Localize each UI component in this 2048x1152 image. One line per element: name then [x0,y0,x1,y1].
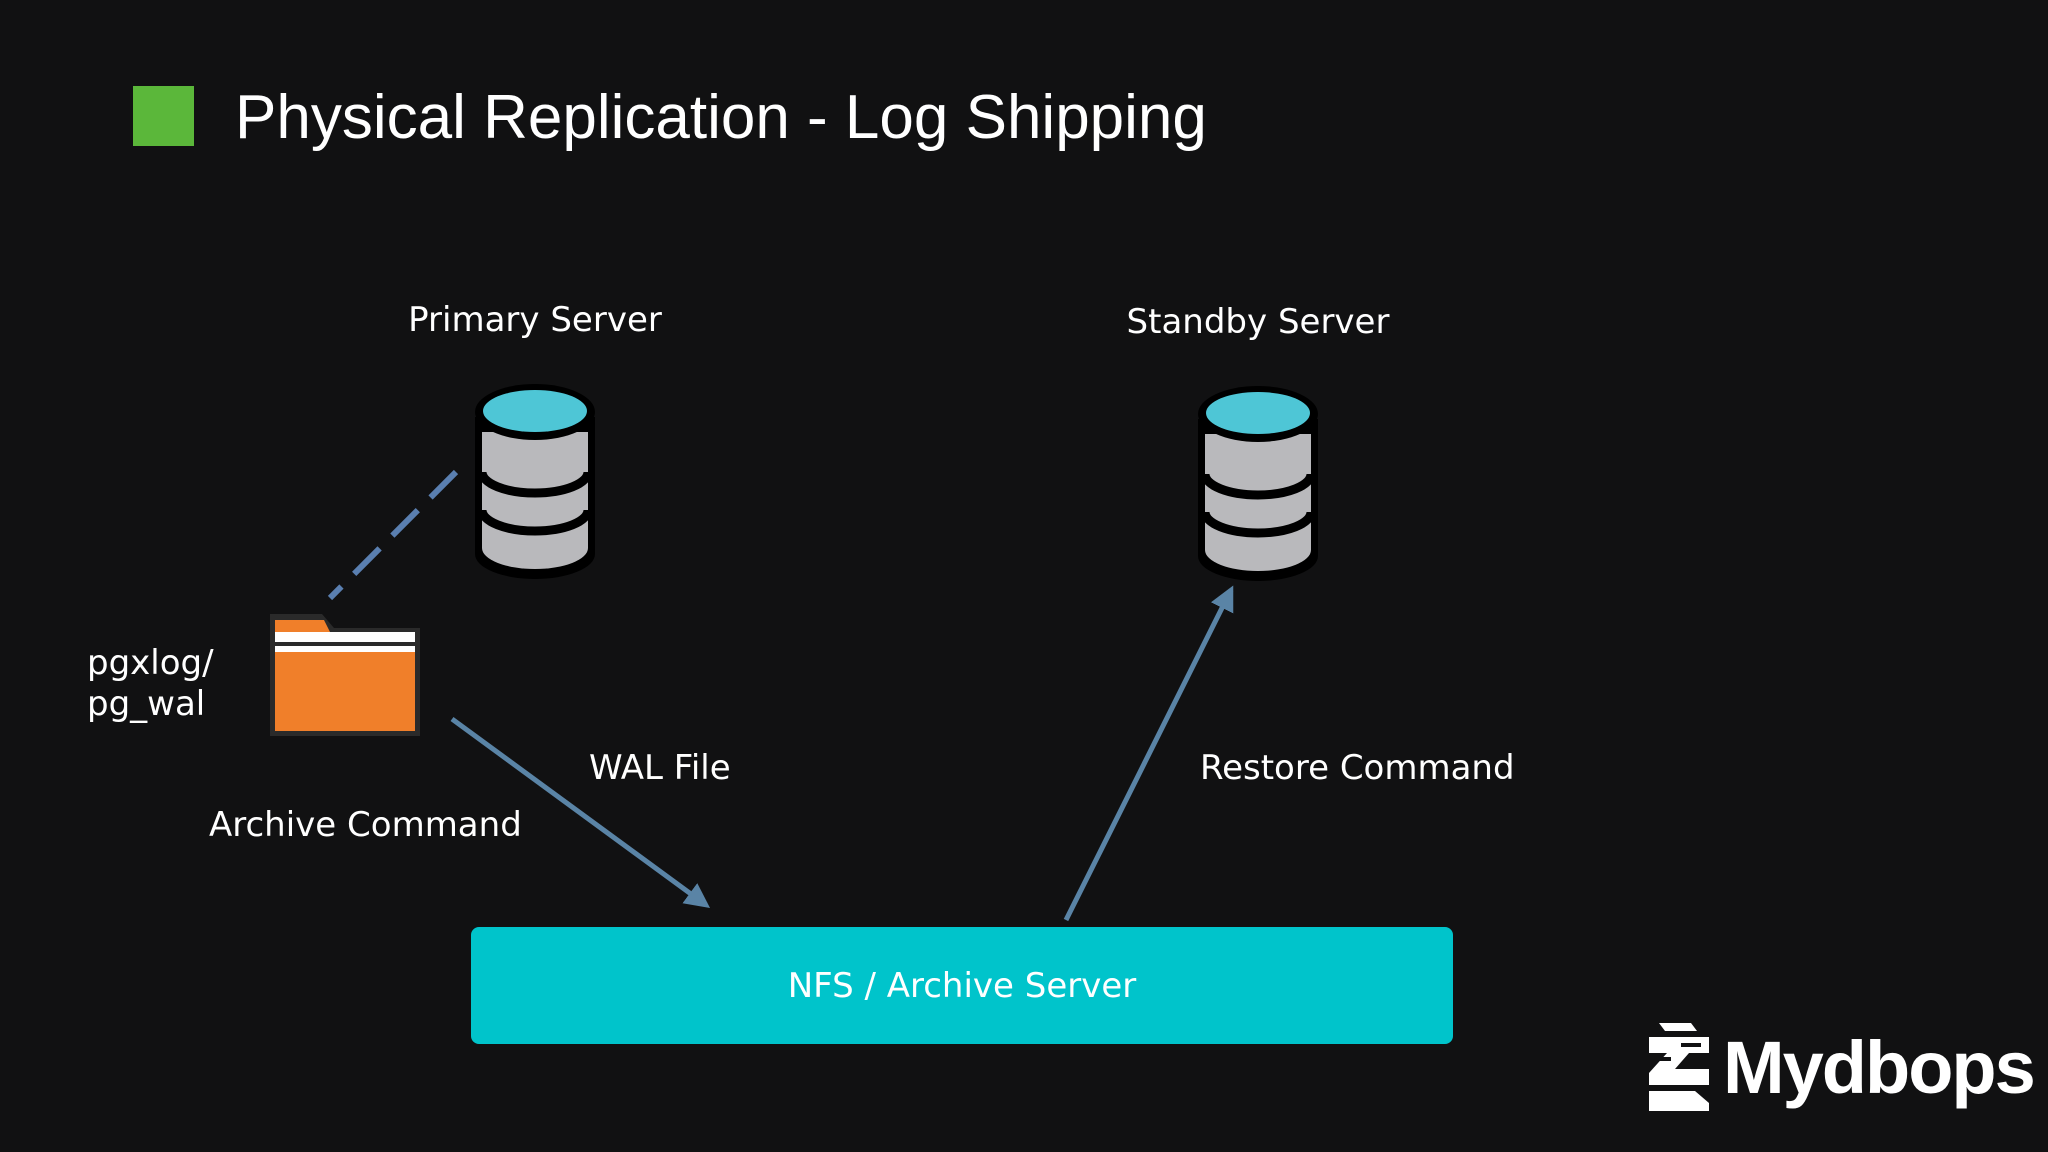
archive-server-box: NFS / Archive Server [471,927,1453,1044]
standby-database-icon [1198,386,1318,581]
title-accent-square [133,86,194,146]
primary-to-folder-dashed-link [327,469,459,601]
archive-server-label: NFS / Archive Server [787,965,1137,1006]
wal-folder-label-line2: pg_wal [87,684,206,724]
wal-folder-label-line1: pgxlog/ [87,643,214,683]
primary-database-icon [475,384,595,579]
logo-wordmark: Mydbops [1723,1025,2036,1109]
wal-file-label: WAL File [589,748,731,788]
mydbops-logo-icon [1649,1023,1709,1111]
mydbops-logo: Mydbops [1645,1012,2036,1122]
primary-server-label: Primary Server [408,300,662,340]
archive-command-label: Archive Command [209,805,522,845]
wal-folder-icon [270,614,420,736]
wal-file-arrow [450,716,711,908]
restore-command-arrow [1063,585,1234,922]
standby-server-label: Standby Server [1126,302,1390,342]
slide-title: Physical Replication - Log Shipping [235,83,1207,152]
restore-command-label: Restore Command [1200,748,1515,788]
